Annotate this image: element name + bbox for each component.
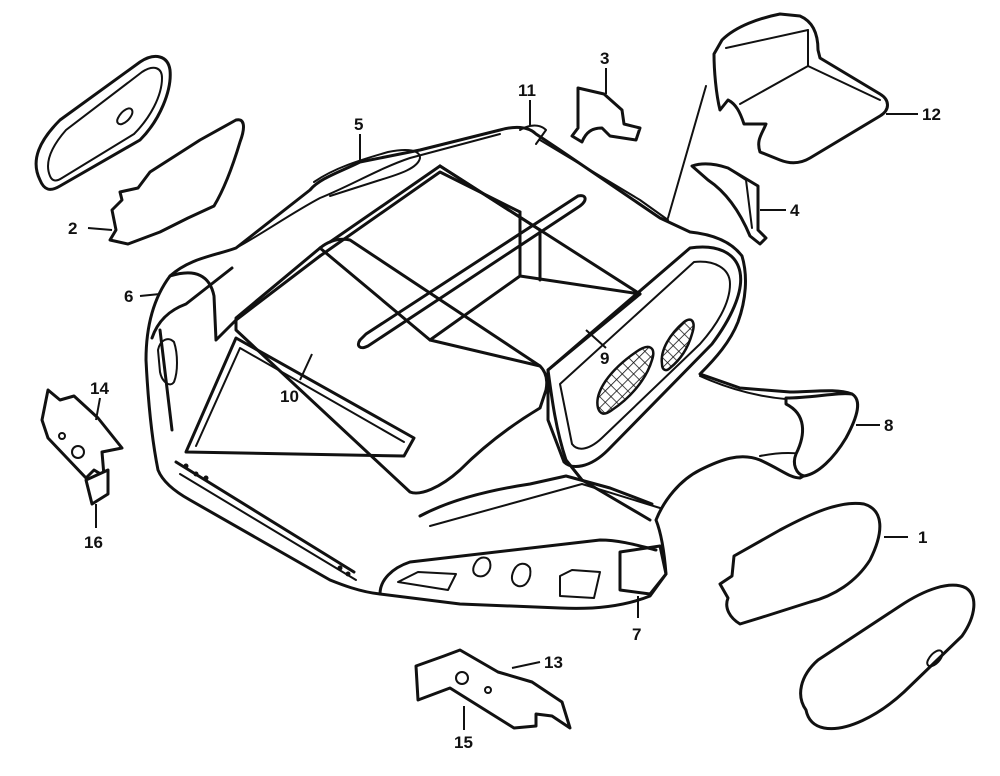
gasket-frame-bottom-right bbox=[799, 583, 976, 731]
callout-9: 9 bbox=[600, 349, 609, 368]
gasket-frame-top-left bbox=[34, 54, 172, 191]
part-14-bracket bbox=[40, 388, 124, 480]
callout-10: 10 bbox=[280, 387, 299, 406]
callout-5: 5 bbox=[354, 115, 363, 134]
callout-1: 1 bbox=[918, 528, 927, 547]
part-8-flap bbox=[784, 392, 860, 478]
callout-numbers: 1 2 3 4 5 6 7 8 9 10 11 12 13 14 15 16 bbox=[68, 49, 941, 752]
callout-14: 14 bbox=[90, 379, 109, 398]
leader-lines bbox=[87, 68, 918, 730]
callout-7: 7 bbox=[632, 625, 641, 644]
callout-2: 2 bbox=[68, 219, 77, 238]
callout-4: 4 bbox=[790, 201, 800, 220]
hidden-line bbox=[667, 85, 707, 219]
part-1-panel bbox=[718, 501, 882, 626]
cab-body bbox=[144, 124, 856, 610]
callout-16: 16 bbox=[84, 533, 103, 552]
callout-11: 11 bbox=[518, 81, 536, 100]
callout-3: 3 bbox=[600, 49, 609, 68]
callout-13: 13 bbox=[544, 653, 563, 672]
callout-15: 15 bbox=[454, 733, 473, 752]
part-4-bracket bbox=[690, 162, 768, 246]
part-12-cover bbox=[712, 12, 889, 165]
part-3-bracket bbox=[570, 86, 642, 144]
part-13-bracket bbox=[414, 648, 572, 730]
part-16-tab bbox=[84, 468, 110, 506]
callout-6: 6 bbox=[124, 287, 133, 306]
callout-12: 12 bbox=[922, 105, 941, 124]
part-2-panel bbox=[108, 118, 245, 246]
callout-8: 8 bbox=[884, 416, 893, 435]
rivet-dots bbox=[183, 463, 351, 577]
